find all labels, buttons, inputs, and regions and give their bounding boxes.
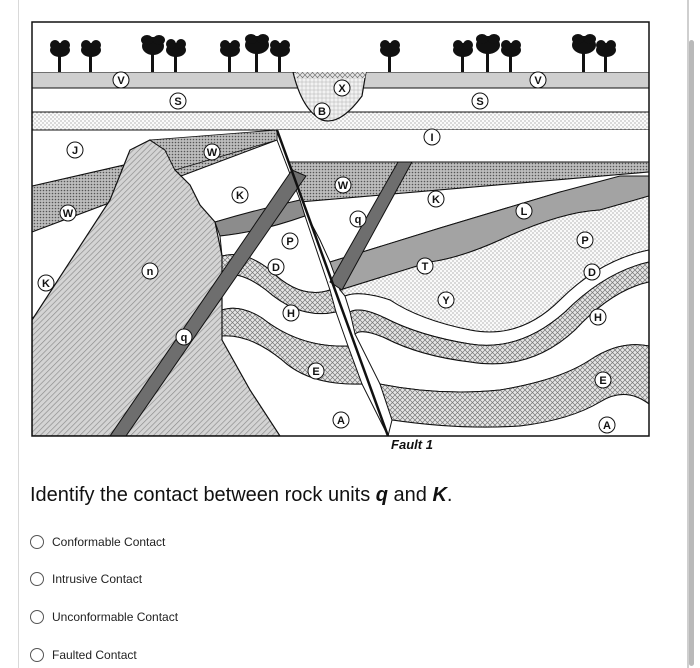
label-s-right: S: [471, 92, 489, 110]
scrollbar-thumb[interactable]: [689, 40, 694, 666]
label-p-left: P: [281, 232, 299, 250]
page-left-rule: [18, 0, 19, 668]
label-b: B: [313, 102, 331, 120]
dike-q-left: [109, 169, 307, 436]
layer-x: [296, 72, 366, 78]
question-suffix: .: [446, 484, 453, 506]
svg-text:q: q: [355, 214, 362, 226]
svg-text:V: V: [534, 75, 542, 87]
svg-text:T: T: [422, 261, 429, 273]
label-k-mid: K: [231, 186, 249, 204]
label-l: L: [515, 202, 533, 220]
label-v-right: V: [529, 71, 547, 89]
label-w-mid: W: [334, 176, 352, 194]
radio-button[interactable]: [30, 535, 44, 549]
label-i: I: [423, 128, 441, 146]
svg-text:A: A: [603, 420, 611, 432]
svg-text:W: W: [207, 147, 218, 159]
svg-text:A: A: [337, 415, 345, 427]
svg-text:K: K: [432, 194, 440, 206]
tree-row: [50, 34, 616, 72]
option-label: Conformable Contact: [52, 535, 166, 549]
svg-text:S: S: [174, 96, 181, 108]
label-x: X: [333, 79, 351, 97]
label-d-right: D: [583, 263, 601, 281]
label-j: J: [66, 141, 84, 159]
question-text: Identify the contact between rock units …: [30, 484, 452, 507]
svg-text:D: D: [272, 262, 280, 274]
page-right-rule: [687, 0, 689, 668]
svg-text:D: D: [588, 267, 596, 279]
question-prefix: Identify the contact between rock units: [30, 484, 376, 506]
label-s-left: S: [169, 92, 187, 110]
svg-text:Y: Y: [442, 295, 450, 307]
svg-text:E: E: [599, 375, 606, 387]
label-t: T: [416, 257, 434, 275]
label-n: n: [141, 262, 159, 280]
label-d-left: D: [267, 258, 285, 276]
svg-text:X: X: [338, 83, 346, 95]
label-q-left: q: [175, 328, 193, 346]
question-middle: and: [387, 484, 433, 506]
label-p-right: P: [576, 231, 594, 249]
label-k-right: K: [427, 190, 445, 208]
svg-text:H: H: [594, 312, 602, 324]
svg-text:H: H: [287, 308, 295, 320]
diagram-frame: [31, 21, 650, 437]
label-q-right: q: [349, 210, 367, 228]
label-w-top: W: [203, 143, 221, 161]
radio-button[interactable]: [30, 610, 44, 624]
svg-text:S: S: [476, 96, 483, 108]
dike-q-right: [329, 161, 413, 291]
svg-text:J: J: [72, 145, 78, 157]
question-unit-1: q: [375, 484, 388, 506]
option-label: Faulted Contact: [52, 648, 137, 662]
svg-text:P: P: [286, 236, 293, 248]
label-e-left: E: [307, 362, 325, 380]
option-intrusive-contact[interactable]: Intrusive Contact: [30, 569, 142, 589]
fault-1-label: Fault 1: [391, 437, 433, 452]
question-unit-2: K: [432, 484, 447, 506]
svg-text:P: P: [581, 235, 588, 247]
svg-text:V: V: [117, 75, 125, 87]
option-conformable-contact[interactable]: Conformable Contact: [30, 532, 165, 552]
label-e-right: E: [594, 371, 612, 389]
svg-text:I: I: [430, 132, 433, 144]
pluton-n: [32, 139, 282, 436]
option-faulted-contact[interactable]: Faulted Contact: [30, 645, 137, 665]
label-a-left: A: [332, 411, 350, 429]
svg-text:L: L: [521, 206, 528, 218]
geologic-cross-section-diagram: V V S S X B I J W W W K K K n q q P P D …: [31, 21, 650, 452]
label-h-left: H: [282, 304, 300, 322]
label-y: Y: [437, 291, 455, 309]
svg-text:n: n: [147, 266, 154, 278]
radio-button[interactable]: [30, 648, 44, 662]
label-a-right: A: [598, 416, 616, 434]
unit-labels: V V S S X B I J W W W K K K n q q P P D …: [37, 71, 616, 434]
option-label: Intrusive Contact: [52, 572, 143, 586]
radio-button[interactable]: [30, 572, 44, 586]
label-w-left: W: [59, 204, 77, 222]
svg-text:q: q: [181, 332, 188, 344]
label-k-left: K: [37, 274, 55, 292]
option-unconformable-contact[interactable]: Unconformable Contact: [30, 607, 178, 627]
label-v-left: V: [112, 71, 130, 89]
fault-1-line: [275, 129, 390, 436]
svg-text:W: W: [63, 208, 74, 220]
option-label: Unconformable Contact: [52, 610, 179, 624]
svg-text:B: B: [318, 106, 326, 118]
svg-text:E: E: [312, 366, 319, 378]
label-h-right: H: [589, 308, 607, 326]
svg-text:K: K: [236, 190, 244, 202]
svg-text:W: W: [338, 180, 349, 192]
svg-text:K: K: [42, 278, 50, 290]
